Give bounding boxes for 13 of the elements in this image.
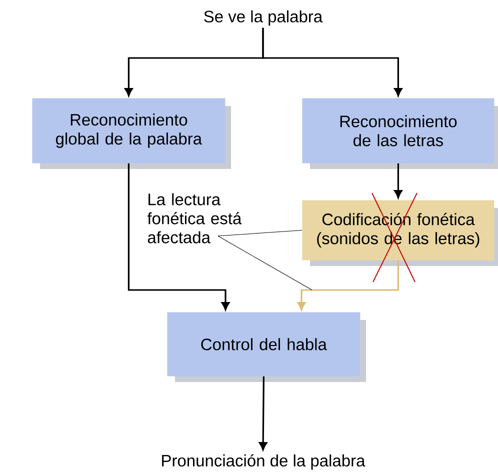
note-text: La lectura fonética está afectada bbox=[147, 193, 242, 244]
arrow bbox=[128, 163, 230, 310]
process-box: Reconocimiento de las letras bbox=[302, 98, 494, 164]
process-box: Control del habla bbox=[167, 312, 360, 376]
arrow bbox=[262, 28, 402, 96]
arrow bbox=[297, 260, 399, 310]
process-box: Reconocimiento global de la palabra bbox=[32, 98, 226, 164]
leader-line bbox=[218, 236, 312, 290]
arrow bbox=[394, 163, 402, 198]
step-text: Pronunciación de la palabra bbox=[162, 454, 366, 470]
arrow bbox=[258, 376, 268, 450]
leader-line bbox=[218, 230, 302, 236]
step-text: Se ve la palabra bbox=[204, 10, 323, 26]
